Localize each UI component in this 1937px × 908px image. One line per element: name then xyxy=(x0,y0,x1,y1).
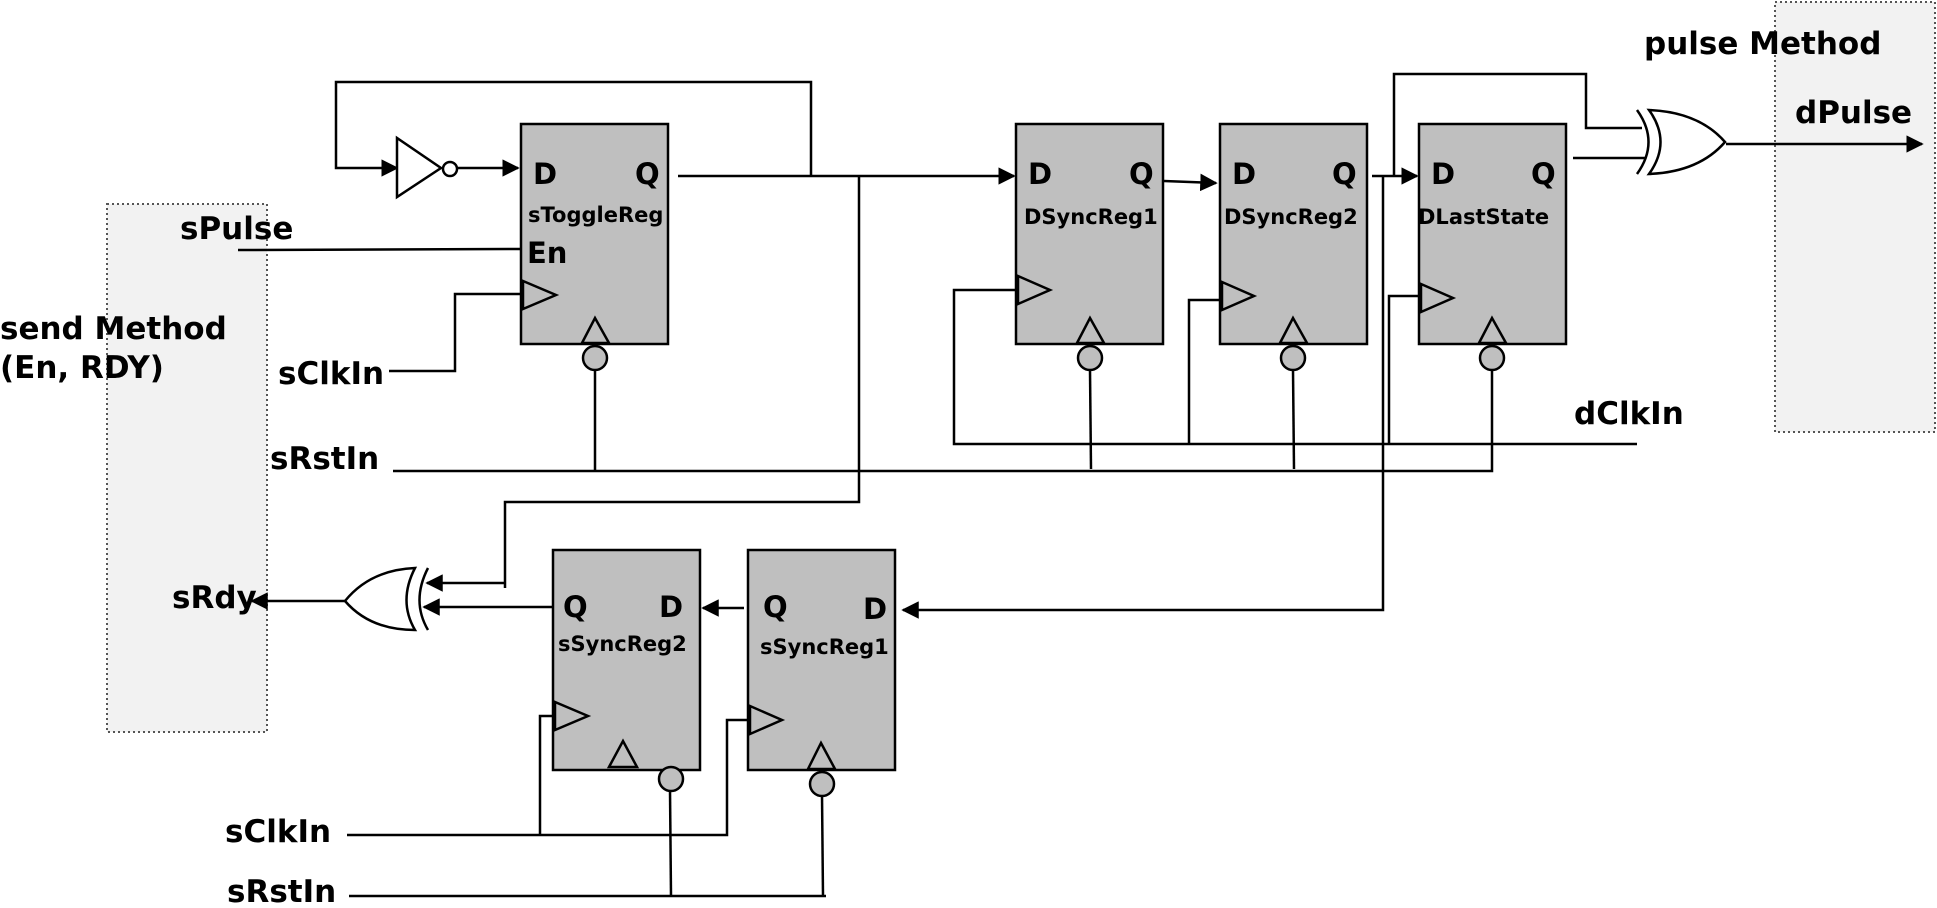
pulse-method-box xyxy=(1774,1,1936,433)
ssyncreg2-clock-icon xyxy=(553,700,592,732)
rst-ssync1-wire xyxy=(820,794,825,897)
ssyncreg1-name: sSyncReg1 xyxy=(760,635,889,659)
toggle-feedback-wire xyxy=(334,80,813,177)
register-dsyncreg1: D Q DSyncReg1 xyxy=(1014,122,1165,372)
dsyncreg2-q-label: Q xyxy=(1332,157,1357,191)
register-dsyncreg2: D Q DSyncReg2 xyxy=(1218,122,1369,372)
stogglereg-q-label: Q xyxy=(635,157,660,191)
dlaststate-name: DLastState xyxy=(1418,205,1549,229)
dsyncreg1-clock-icon xyxy=(1016,274,1054,306)
stogglereg-en-label: En xyxy=(527,236,567,270)
sclkin-bottom-wire xyxy=(347,718,748,837)
dsync2-to-ssync-wire xyxy=(942,176,1385,612)
register-ssyncreg1: Q D sSyncReg1 xyxy=(746,548,897,798)
dlaststate-reset-bubble xyxy=(1478,344,1506,372)
spulse-label: sPulse xyxy=(180,211,293,247)
dsyncreg2-name: DSyncReg2 xyxy=(1224,205,1358,229)
sclkin-bottom-label: sClkIn xyxy=(225,814,331,850)
rst-dsync1-wire xyxy=(1088,369,1093,470)
ssyncreg2-reset-bubble xyxy=(657,765,685,793)
dsyncreg2-clock-icon xyxy=(1220,280,1258,312)
ssyncreg2-reset-triangle-icon xyxy=(606,738,640,769)
rst-ssync2-wire xyxy=(668,789,673,897)
dclkin-wire xyxy=(952,288,1637,446)
stogglereg-d-label: D xyxy=(533,157,557,191)
send-method-box xyxy=(106,203,268,733)
dlaststate-clock-icon xyxy=(1419,282,1457,314)
ssyncreg1-d-label: D xyxy=(863,592,887,626)
dsyncreg1-name: DSyncReg1 xyxy=(1024,205,1158,229)
dsyncreg1-d-label: D xyxy=(1028,157,1052,191)
inverter-bubble xyxy=(441,160,459,178)
rst-dsync2-wire xyxy=(1291,369,1296,470)
srdy-label: sRdy xyxy=(172,580,257,616)
sclkin-top-wire xyxy=(389,292,521,373)
ssyncreg1-reset-triangle-icon xyxy=(805,740,838,771)
dsyncreg1-q-label: Q xyxy=(1129,157,1154,191)
srstin-top-wire xyxy=(393,370,1494,473)
register-stogglereg: D Q sToggleReg En xyxy=(519,122,670,372)
dsyncreg2-reset-triangle-icon xyxy=(1277,315,1310,345)
ssyncreg2-name: sSyncReg2 xyxy=(558,632,687,656)
dsyncreg1-reset-triangle-icon xyxy=(1074,315,1107,345)
register-dlaststate: D Q DLastState xyxy=(1417,122,1568,372)
dpulse-label: dPulse xyxy=(1795,95,1912,131)
dsyncreg2-reset-bubble xyxy=(1279,344,1307,372)
ssyncreg1-q-label: Q xyxy=(763,590,788,624)
sclk-ssync2-wire xyxy=(538,714,555,835)
ssyncreg1-clock-icon xyxy=(748,704,786,736)
dclkin-label: dClkIn xyxy=(1574,396,1684,432)
stogglereg-name: sToggleReg xyxy=(528,203,663,227)
send-method-params: (En, RDY) xyxy=(0,350,164,386)
sclkin-top-label: sClkIn xyxy=(278,356,384,392)
dclk-dlast-wire xyxy=(1387,294,1419,444)
pulse-method-title: pulse Method xyxy=(1644,26,1881,62)
send-method-title: send Method xyxy=(0,311,227,347)
srstin-bottom-label: sRstIn xyxy=(227,874,336,908)
stogglereg-reset-bubble xyxy=(581,344,609,372)
stogglereg-reset-triangle-icon xyxy=(579,315,612,345)
dclk-dsync2-wire xyxy=(1187,298,1220,444)
pulse-xor-gate xyxy=(1635,108,1727,176)
dsync1-q-wire xyxy=(1163,173,1218,192)
dsyncreg2-d-label: D xyxy=(1232,157,1256,191)
ssyncreg2-q-label: Q xyxy=(563,590,588,624)
dsync2-to-xor-wire xyxy=(1392,72,1642,176)
ssyncreg2-d-label: D xyxy=(659,590,683,624)
dlaststate-d-label: D xyxy=(1431,157,1455,191)
ssyncreg1-reset-bubble xyxy=(808,770,836,798)
dlaststate-reset-triangle-icon xyxy=(1476,315,1509,345)
inverter-gate xyxy=(395,135,444,200)
toggle-to-xor-wire xyxy=(503,176,861,588)
spulse-wire xyxy=(237,247,522,252)
dlaststate-q-label: Q xyxy=(1531,157,1556,191)
stogglereg-clock-icon xyxy=(521,279,560,311)
register-ssyncreg2: Q D sSyncReg2 xyxy=(551,548,702,793)
srdy-xor-gate xyxy=(343,566,430,632)
dsyncreg1-reset-bubble xyxy=(1076,344,1104,372)
srstin-top-label: sRstIn xyxy=(270,441,379,477)
